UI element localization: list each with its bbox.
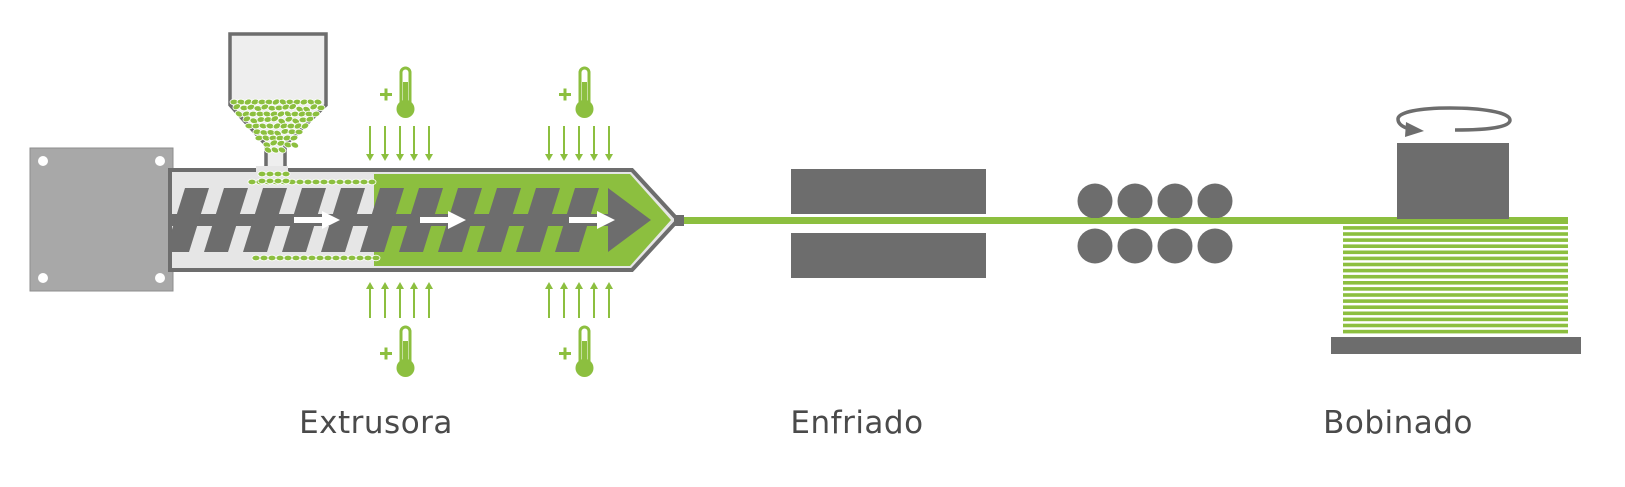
motor-box (29, 147, 174, 292)
rotation-arrow-icon (1396, 106, 1512, 137)
thermometer-icon (380, 325, 415, 377)
thermometer-icon (559, 66, 594, 118)
flow-arrow-icon (420, 211, 466, 229)
heat-arrows (366, 126, 613, 318)
flow-arrow-icon (569, 211, 615, 229)
cooling-unit (791, 169, 986, 278)
winder-head (1397, 143, 1509, 219)
flow-arrow-icon (294, 211, 340, 229)
stage-label-bobinado: Bobinado (1323, 405, 1473, 441)
extruder-barrel (168, 166, 684, 272)
hopper-pellets (229, 98, 326, 154)
puller-rollers (1077, 183, 1233, 264)
barrel-pellets (247, 170, 381, 262)
winder (1331, 106, 1581, 354)
winder-base (1331, 337, 1581, 354)
thermometer-icon (559, 325, 594, 377)
hopper (228, 32, 328, 174)
spool-windings (1343, 220, 1568, 334)
stage-label-enfriado: Enfriado (790, 405, 924, 441)
thermometers (380, 66, 594, 377)
thermometer-icon (380, 66, 415, 118)
stage-label-extrusora: Extrusora (299, 405, 453, 441)
filament-through-rollers (1080, 218, 1230, 223)
